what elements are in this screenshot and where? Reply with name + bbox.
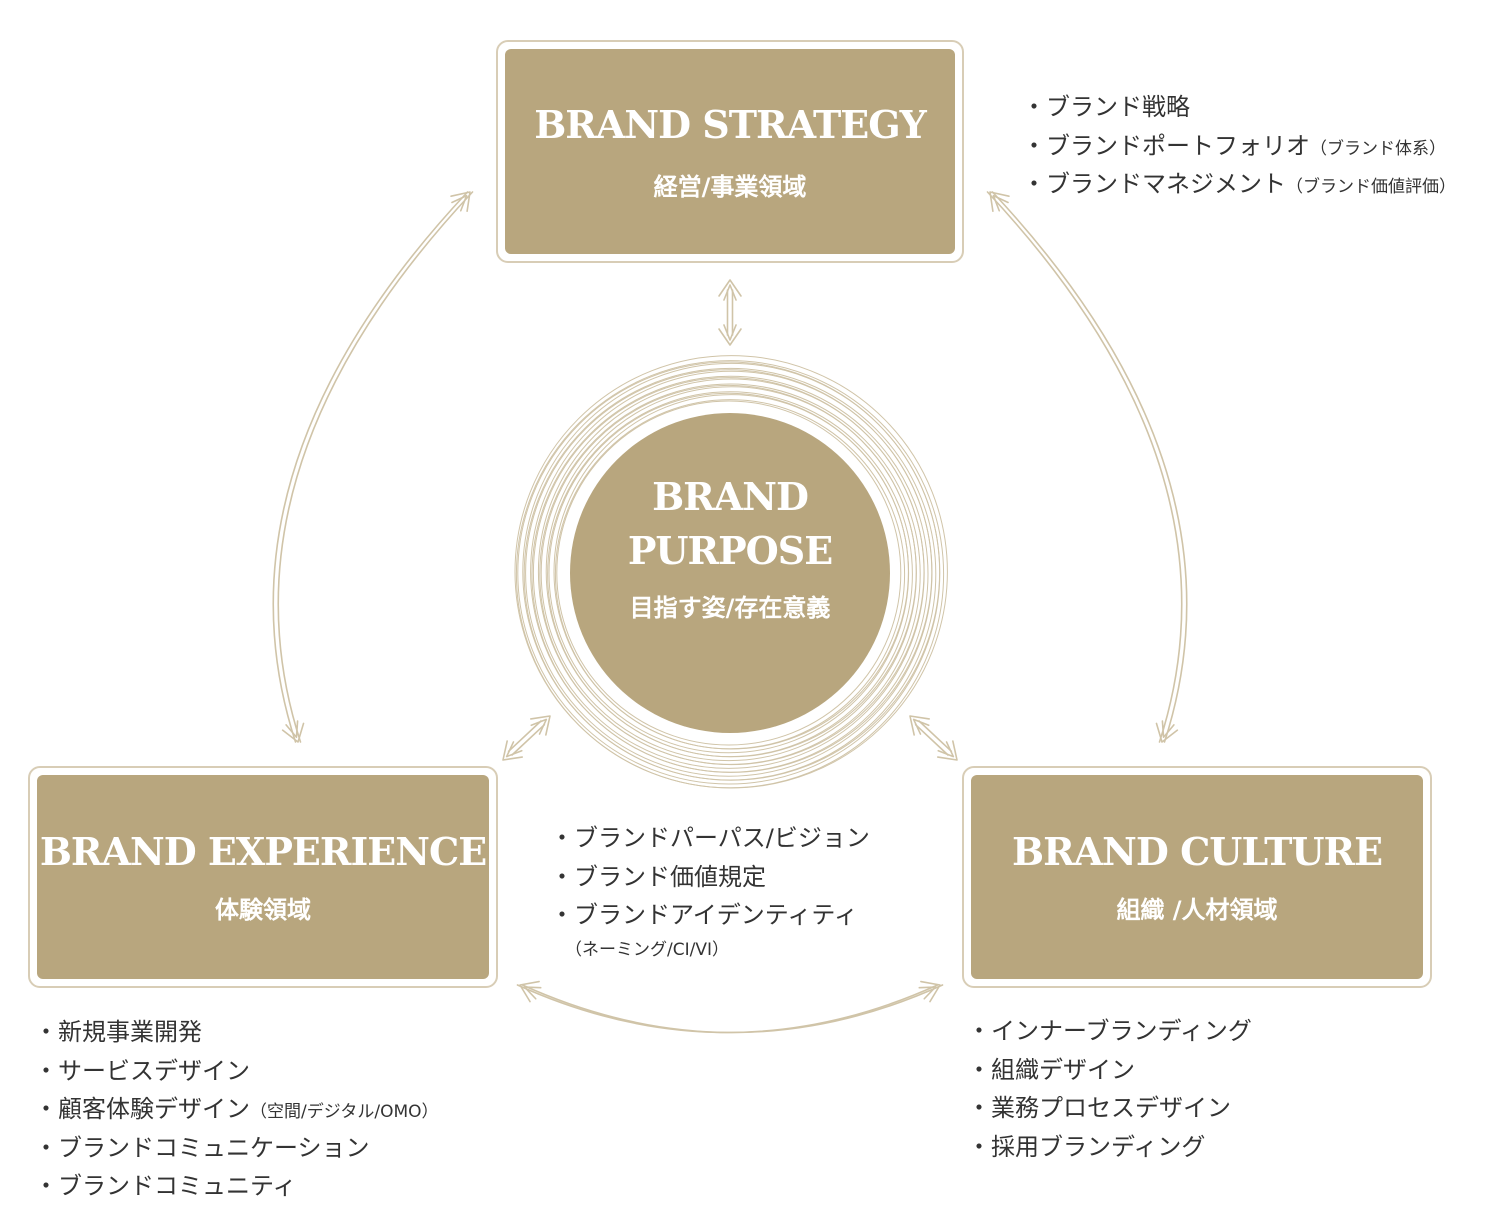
list-item: ・インナーブランディング [967,1017,1252,1045]
experience-culture-arc [521,984,944,1034]
list-item: ・ブランド戦略 [1022,93,1190,121]
list-item: ・ブランドパーパス/ビジョン [550,824,870,852]
strategy-culture-arc [1155,722,1179,743]
purpose-culture-arrow [937,740,958,761]
purpose-experience-arrow [505,741,523,758]
list-item: ・ブランドマネジメント（ブランド価値評価） [1022,170,1456,198]
purpose-title-line2: PURPOSE [627,528,833,573]
experience-culture-arc [519,980,540,1003]
purpose-experience-arrow [530,718,548,735]
culture-subtitle: 組織 /人材領域 [1116,896,1278,924]
strategy-experience-arc [451,194,468,212]
connector-arrows [272,191,1188,1034]
list-item: ・新規事業開発 [34,1018,202,1046]
purpose-ring [540,384,917,762]
strategy-box-fill: BRAND STRATEGY 経営/事業領域 [505,49,955,254]
purpose-bullet-list: ・ブランドパーパス/ビジョン ・ブランド価値規定 ・ブランドアイデンティティ [550,819,870,935]
strategy-culture-arc [1161,720,1175,739]
strategy-purpose-arrow [718,279,742,297]
purpose-rings [514,355,948,789]
strategy-purpose-arrow [723,324,737,341]
culture-title: BRAND CULTURE [1011,829,1383,874]
purpose-culture-arrow [909,715,930,736]
purpose-culture-arrow [912,718,930,735]
purpose-title-line1: BRAND [652,474,809,519]
culture-bullet-list: ・インナーブランディング ・組織デザイン ・業務プロセスデザイン ・採用ブランデ… [967,1012,1252,1166]
purpose-experience-arrow [507,720,542,753]
strategy-title: BRAND STRATEGY [534,101,927,147]
strategy-culture-arc [992,194,1009,212]
experience-title: BRAND EXPERIENCE [39,829,487,874]
list-item: ・顧客体験デザイン（空間/デジタル/OMO） [34,1095,439,1123]
purpose-subtitle: 目指す姿/存在意義 [629,594,831,622]
list-item: ・ブランドコミュニティ [34,1172,297,1200]
culture-box-fill: BRAND CULTURE 組織 /人材領域 [971,775,1423,979]
experience-box-fill: BRAND EXPERIENCE 体験領域 [37,775,489,979]
list-item: ・採用ブランディング [967,1132,1206,1161]
experience-culture-arc [918,986,937,1000]
purpose-culture-arrow [918,720,953,753]
purpose-ring [517,361,941,785]
experience-subtitle: 体験領域 [215,896,311,924]
strategy-box: BRAND STRATEGY 経営/事業領域 [496,40,964,263]
purpose-circle [570,413,890,733]
purpose-experience-arrow [502,740,523,761]
strategy-experience-arc [281,722,305,743]
list-item: ・ブランド価値規定 [550,862,766,891]
culture-box: BRAND CULTURE 組織 /人材領域 [962,766,1432,988]
strategy-culture-arc [991,191,1188,743]
strategy-experience-arc [277,191,474,743]
purpose-culture-arrow [937,741,955,758]
purpose-ring [548,392,910,754]
purpose-experience-arrow [511,723,546,756]
strategy-purpose-arrow [718,328,742,346]
strategy-experience-arc [272,191,469,743]
strategy-experience-arc [285,720,299,739]
purpose-ring [514,355,948,789]
experience-box: BRAND EXPERIENCE 体験領域 [28,766,498,988]
experience-culture-arc [523,986,542,1000]
purpose-ring [532,377,925,769]
purpose-ring [556,400,902,746]
strategy-purpose-arrow [723,284,737,301]
purpose-culture-arrow [914,723,949,756]
purpose-bullet-note: （ネーミング/CI/VI） [565,940,729,960]
list-item: ・ブランドアイデンティティ [550,901,858,929]
list-item: ・業務プロセスデザイン [967,1094,1231,1122]
strategy-culture-arc [989,191,1010,212]
strategy-culture-arc [986,191,1183,743]
list-item: ・ブランドコミュニケーション [34,1133,370,1162]
list-item: ・ブランドポートフォリオ（ブランド体系） [1022,131,1446,160]
purpose-experience-arrow [530,715,551,736]
purpose-ring [525,369,933,777]
experience-culture-arc [920,980,941,1003]
purpose-label: BRAND PURPOSE 目指す姿/存在意義 [570,470,890,623]
strategy-bullet-list: ・ブランド戦略 ・ブランドポートフォリオ（ブランド体系） ・ブランドマネジメント… [1022,88,1456,204]
list-item: ・サービスデザイン [34,1056,250,1085]
list-item: ・組織デザイン [967,1055,1135,1084]
strategy-subtitle: 経営/事業領域 [653,172,807,201]
strategy-experience-arc [450,191,471,212]
experience-bullet-list: ・新規事業開発 ・サービスデザイン ・顧客体験デザイン（空間/デジタル/OMO）… [34,1013,439,1206]
experience-culture-arc [516,984,939,1034]
